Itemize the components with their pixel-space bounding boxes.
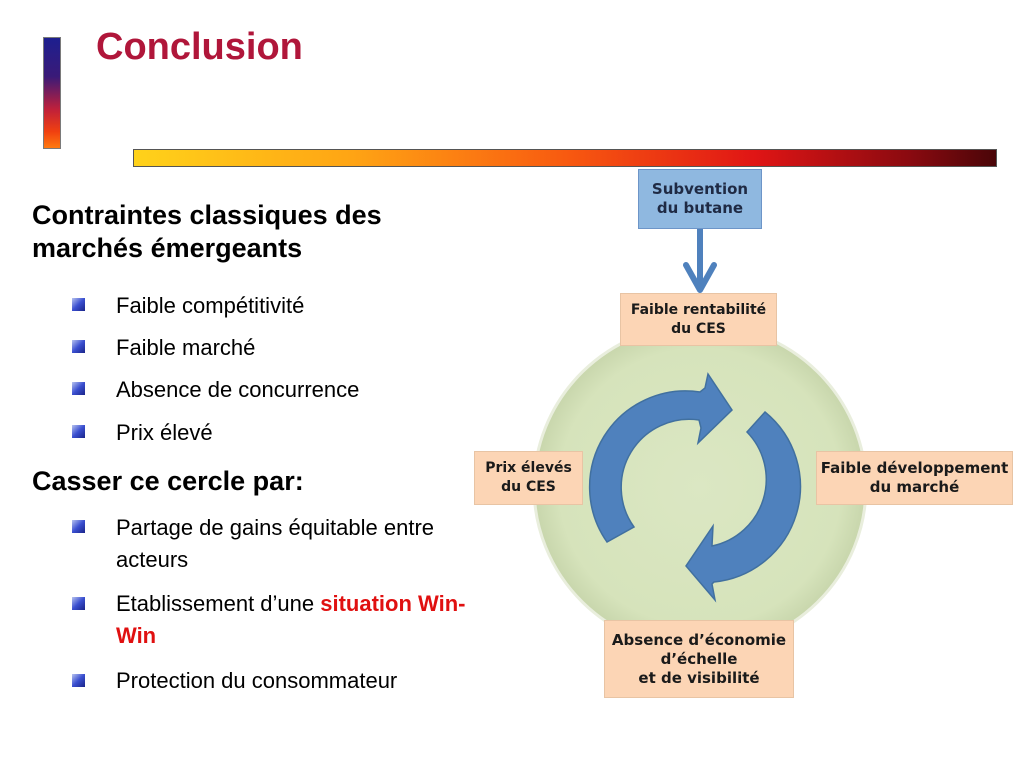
bottom-box-line3: et de visibilité xyxy=(638,668,760,687)
right-cycle-box: Faible développement du marché xyxy=(816,451,1013,505)
title-accent-bar xyxy=(43,37,61,149)
bullet-square-icon xyxy=(72,520,85,533)
bullet-square-icon xyxy=(72,425,85,438)
bullet-square-icon xyxy=(72,382,85,395)
left-box-line1: Prix élevés xyxy=(485,460,572,476)
bottom-box-line2: d’échelle xyxy=(660,649,738,668)
bullet-square-icon xyxy=(72,340,85,353)
top-box-line2: du CES xyxy=(671,320,726,337)
subvention-line1: Subvention xyxy=(651,180,749,198)
down-arrow-icon xyxy=(683,229,717,293)
bullet-square-icon xyxy=(72,597,85,610)
right-box-line2: du marché xyxy=(869,478,960,496)
section1-heading: Contraintes classiques des marchés émerg… xyxy=(32,199,382,265)
subvention-line2: du butane xyxy=(656,199,744,217)
header-gradient-bar xyxy=(133,149,997,167)
win-win-highlight-line2: Win xyxy=(116,623,157,648)
section2-item-1-line2: acteurs xyxy=(116,547,189,572)
bullet-square-icon xyxy=(72,298,85,311)
section1-heading-line1: Contraintes classiques des xyxy=(32,200,382,230)
win-win-highlight-line1: situation Win- xyxy=(320,591,466,616)
section2-item-1: Partage de gains équitable entre acteurs xyxy=(116,512,434,576)
curved-arrow-icon xyxy=(685,410,802,603)
section1-item: Prix élevé xyxy=(116,420,213,445)
top-box-line1: Faible rentabilité xyxy=(630,301,767,318)
bottom-box-line1: Absence d’économie xyxy=(611,630,787,649)
section1-item: Faible compétitivité xyxy=(116,293,305,318)
section2-heading: Casser ce cercle par: xyxy=(32,466,304,496)
bottom-cycle-box: Absence d’économie d’échelle et de visib… xyxy=(604,620,794,698)
left-cycle-box: Prix élevés du CES xyxy=(474,451,583,505)
bullet-square-icon xyxy=(72,674,85,687)
section2-item-2: Etablissement d’une situation Win- Win xyxy=(116,588,465,652)
section1-item: Absence de concurrence xyxy=(116,377,360,402)
subvention-box: Subvention du butane xyxy=(638,169,762,229)
section1-heading-line2: marchés émergeants xyxy=(32,233,303,263)
right-box-line1: Faible développement xyxy=(820,459,1009,477)
left-box-line2: du CES xyxy=(501,479,556,495)
section2-item-3: Protection du consommateur xyxy=(116,668,398,693)
section2-item-2-prefix: Etablissement d’une xyxy=(116,591,321,616)
page-title: Conclusion xyxy=(96,26,303,68)
curved-arrow-icon xyxy=(588,372,733,543)
section2-item-1-line1: Partage de gains équitable entre xyxy=(116,515,435,540)
top-cycle-box: Faible rentabilité du CES xyxy=(620,293,777,346)
section1-item: Faible marché xyxy=(116,335,256,360)
